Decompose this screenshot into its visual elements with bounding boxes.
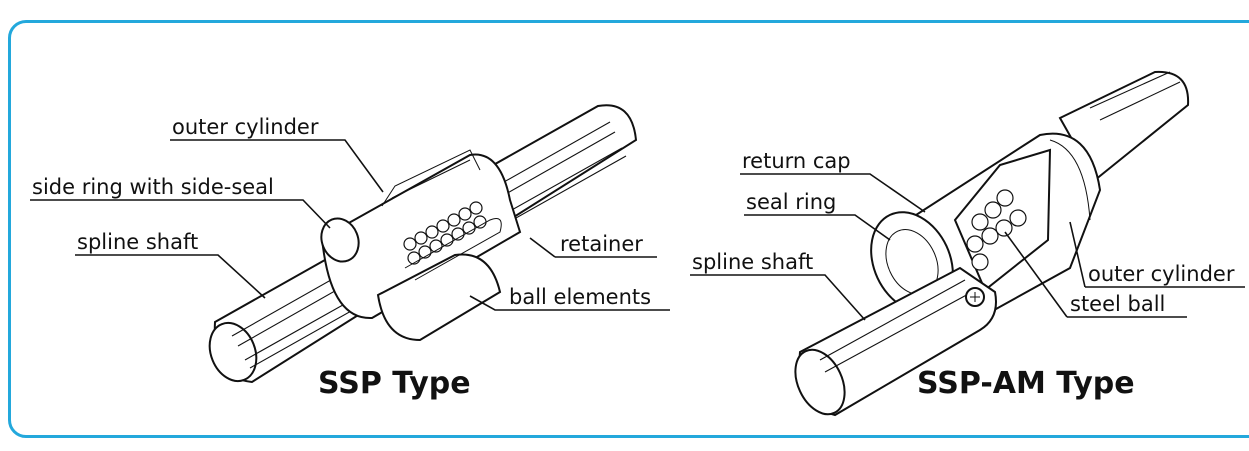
ssp-label-spline-shaft: spline shaft bbox=[77, 230, 198, 254]
ssp-am-label-spline-shaft: spline shaft bbox=[692, 250, 813, 274]
ssp-type-illustration bbox=[208, 104, 638, 384]
ssp-am-shaft-top bbox=[1058, 70, 1190, 182]
ssp-shaft-end bbox=[208, 321, 258, 383]
ssp-am-shaft-end bbox=[794, 348, 846, 416]
ssp-label-side-ring: side ring with side-seal bbox=[32, 175, 274, 199]
ssp-am-title: SSP-AM Type bbox=[917, 366, 1135, 401]
ssp-am-label-seal-ring: seal ring bbox=[746, 190, 836, 214]
ssp-title: SSP Type bbox=[318, 366, 471, 401]
ssp-am-label-return-cap: return cap bbox=[742, 149, 851, 173]
ssp-am-label-steel-ball: steel ball bbox=[1070, 292, 1165, 316]
diagram-frame bbox=[8, 20, 1249, 438]
ssp-am-steel-balls bbox=[966, 189, 1027, 271]
ssp-label-ball-elements: ball elements bbox=[509, 285, 651, 309]
ssp-am-type-illustration bbox=[794, 70, 1190, 417]
ssp-side-ring bbox=[320, 217, 360, 263]
ssp-label-outer-cylinder: outer cylinder bbox=[172, 115, 319, 139]
ssp-retainer bbox=[404, 218, 502, 281]
ssp-am-label-outer-cylinder: outer cylinder bbox=[1088, 262, 1235, 286]
ssp-label-retainer: retainer bbox=[560, 232, 643, 256]
